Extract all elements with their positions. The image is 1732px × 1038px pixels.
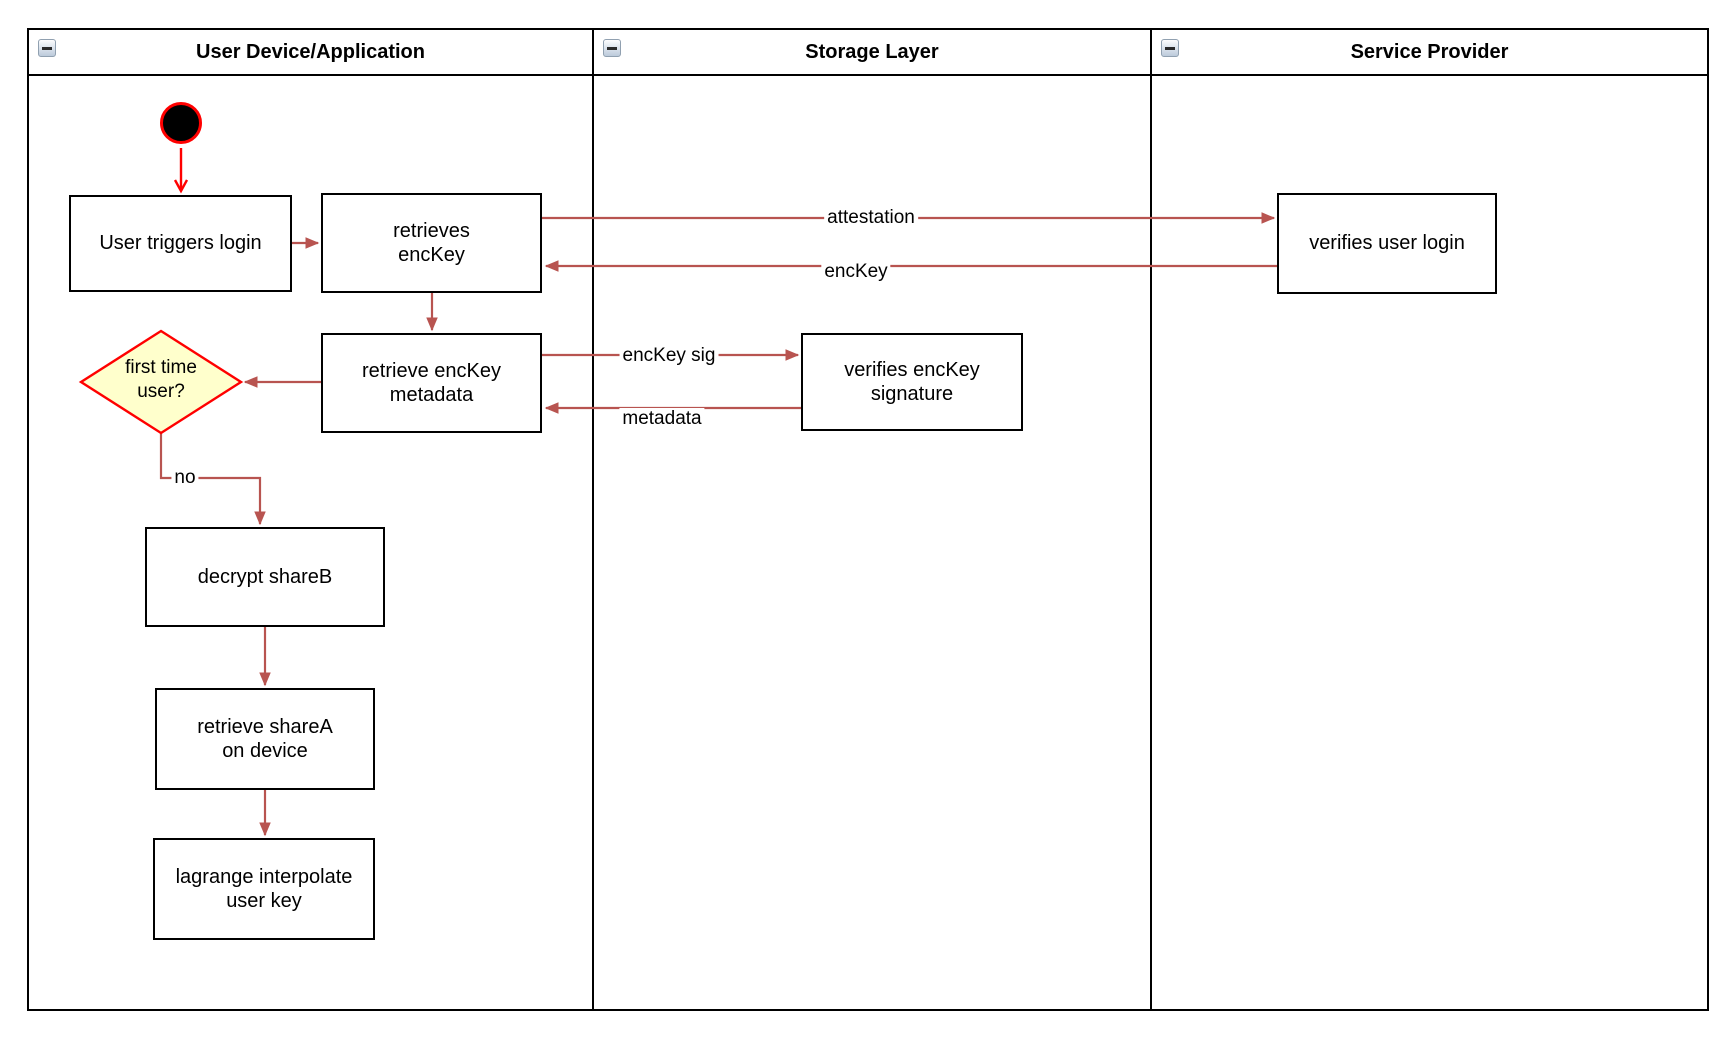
node-label: verifies user login (1309, 232, 1465, 255)
node-label: retrieve shareA on device (197, 715, 333, 762)
swimlane-pool: User Device/Application Storage Layer Se… (27, 28, 1709, 1011)
lane-title-storage-layer: Storage Layer (805, 41, 939, 63)
lane-user-device-application: User Device/Application (29, 30, 594, 1009)
lane-storage-layer: Storage Layer (594, 30, 1152, 1009)
edge-label-enckey: encKey (821, 261, 891, 283)
node-retrieves-enckey[interactable]: retrieves encKey (321, 193, 542, 293)
node-label: retrieve encKey metadata (362, 359, 501, 406)
node-verifies-user-login[interactable]: verifies user login (1277, 193, 1497, 294)
node-label: User triggers login (99, 232, 262, 255)
node-user-triggers-login[interactable]: User triggers login (69, 195, 292, 292)
edge-label-metadata: metadata (619, 408, 705, 430)
node-label: lagrange interpolate user key (175, 865, 353, 912)
minus-icon[interactable] (1161, 39, 1179, 57)
node-retrieve-sharea-on-device[interactable]: retrieve shareA on device (155, 688, 375, 790)
minus-icon[interactable] (603, 39, 621, 57)
node-retrieve-enckey-metadata[interactable]: retrieve encKey metadata (321, 333, 542, 433)
node-decrypt-shareb[interactable]: decrypt shareB (145, 527, 385, 627)
node-verifies-enckey-signature[interactable]: verifies encKey signature (801, 333, 1023, 431)
minus-icon[interactable] (38, 39, 56, 57)
edge-label-no: no (171, 467, 199, 489)
node-label: retrieves encKey (393, 219, 470, 266)
lane-title-user-device-application: User Device/Application (196, 41, 425, 63)
lane-service-provider: Service Provider (1152, 30, 1707, 1009)
lane-header-divider (29, 74, 1707, 76)
edge-label-enckey-sig: encKey sig (619, 345, 719, 367)
lane-title-service-provider: Service Provider (1350, 41, 1509, 63)
node-label: decrypt shareB (197, 565, 333, 588)
edge-label-attestation: attestation (824, 207, 918, 229)
node-lagrange-interpolate-user-key[interactable]: lagrange interpolate user key (153, 838, 375, 940)
start-node[interactable] (160, 102, 202, 144)
node-label: verifies encKey signature (844, 358, 980, 405)
decision-first-time-user-label: first time user? (125, 357, 197, 402)
